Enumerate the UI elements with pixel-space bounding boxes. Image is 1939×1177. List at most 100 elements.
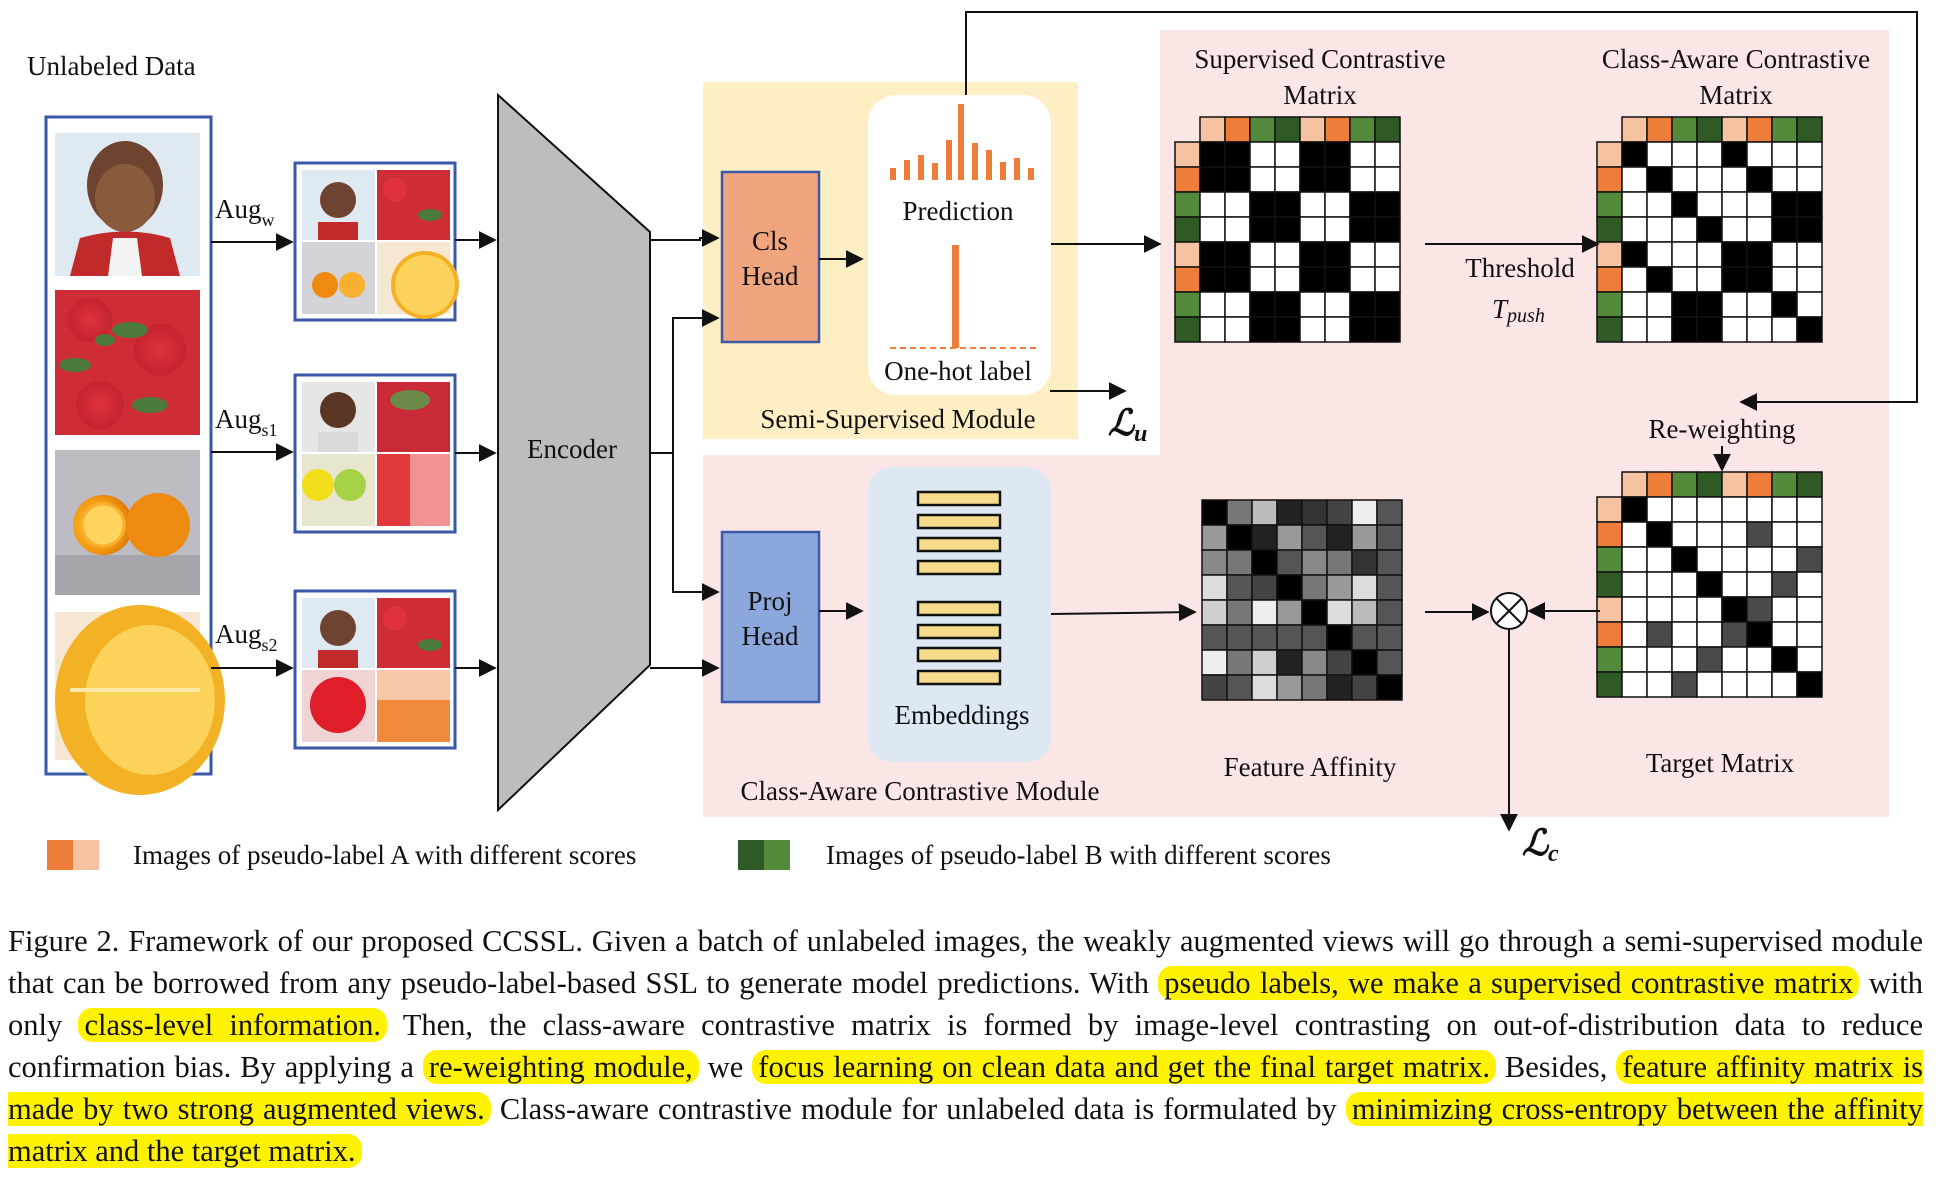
- matrix-cell: [1721, 646, 1748, 673]
- matrix-cell: [1696, 166, 1723, 193]
- onehot-label: One-hot label: [884, 356, 1032, 386]
- matrix-cell: [1646, 546, 1673, 573]
- affinity-cell: [1326, 499, 1353, 526]
- affinity-cell: [1376, 649, 1403, 676]
- affinity-cell: [1251, 599, 1278, 626]
- matrix-label-cell: [1596, 571, 1623, 598]
- matrix-cell: [1721, 521, 1748, 548]
- threshold-label: Threshold: [1465, 253, 1575, 283]
- matrix-cell: [1796, 546, 1823, 573]
- unlabeled-data-title: Unlabeled Data: [27, 51, 196, 81]
- matrix-cell: [1324, 141, 1351, 168]
- matrix-label-cell: [1374, 116, 1401, 143]
- affinity-cell: [1226, 574, 1253, 601]
- matrix-cell: [1621, 141, 1648, 168]
- sup-matrix-title-2: Matrix: [1283, 80, 1357, 110]
- matrix-cell: [1224, 241, 1251, 268]
- matrix-cell: [1249, 241, 1276, 268]
- affinity-cell: [1201, 649, 1228, 676]
- matrix-cell: [1771, 216, 1798, 243]
- matrix-cell: [1746, 521, 1773, 548]
- matrix-label-cell: [1596, 316, 1623, 343]
- caption-highlight: pseudo labels, we make a supervised cont…: [1158, 966, 1860, 1000]
- matrix-cell: [1224, 291, 1251, 318]
- caption-text: Besides,: [1504, 1050, 1608, 1084]
- matrix-cell: [1621, 266, 1648, 293]
- matrix-label-cell: [1621, 471, 1648, 498]
- matrix-cell: [1324, 291, 1351, 318]
- matrix-cell: [1646, 646, 1673, 673]
- matrix-label-cell: [1596, 596, 1623, 623]
- matrix-cell: [1621, 671, 1648, 698]
- affinity-cell: [1201, 549, 1228, 576]
- matrix-cell: [1696, 216, 1723, 243]
- matrix-cell: [1646, 621, 1673, 648]
- encoder-to-cls-arrow: [650, 229, 720, 247]
- matrix-cell: [1324, 316, 1351, 343]
- matrix-cell: [1671, 621, 1698, 648]
- matrix-cell: [1721, 291, 1748, 318]
- matrix-cell: [1349, 216, 1376, 243]
- affinity-cell: [1276, 624, 1303, 651]
- matrix-cell: [1646, 241, 1673, 268]
- affinity-cell: [1326, 524, 1353, 551]
- affinity-cell: [1226, 599, 1253, 626]
- proj-head-label-2: Head: [742, 621, 799, 651]
- matrix-cell: [1299, 141, 1326, 168]
- matrix-cell: [1796, 496, 1823, 523]
- matrix-cell: [1771, 191, 1798, 218]
- matrix-label-cell: [1174, 141, 1201, 168]
- affinity-cell: [1301, 524, 1328, 551]
- affinity-cell: [1376, 574, 1403, 601]
- matrix-cell: [1671, 166, 1698, 193]
- caption-text: Then, the class-aware contrastive matrix…: [8, 1008, 1923, 1084]
- matrix-cell: [1671, 291, 1698, 318]
- matrix-cell: [1621, 166, 1648, 193]
- framework-diagram: Unlabeled Data: [27, 11, 1918, 870]
- aug-base: Aug: [215, 404, 262, 434]
- matrix-cell: [1274, 266, 1301, 293]
- multiply-icon: [1490, 592, 1528, 630]
- matrix-cell: [1621, 216, 1648, 243]
- matrix-cell: [1771, 521, 1798, 548]
- matrix-cell: [1696, 671, 1723, 698]
- cls-head-label-1: Cls: [752, 226, 788, 256]
- matrix-cell: [1299, 166, 1326, 193]
- matrix-label-cell: [1174, 291, 1201, 318]
- affinity-cell: [1276, 599, 1303, 626]
- matrix-cell: [1796, 646, 1823, 673]
- matrix-cell: [1374, 166, 1401, 193]
- matrix-cell: [1696, 621, 1723, 648]
- matrix-cell: [1771, 141, 1798, 168]
- matrix-cell: [1374, 291, 1401, 318]
- matrix-cell: [1299, 291, 1326, 318]
- matrix-cell: [1721, 621, 1748, 648]
- matrix-cell: [1696, 596, 1723, 623]
- matrix-label-cell: [1771, 471, 1798, 498]
- threshold-sub: push: [1505, 305, 1545, 327]
- matrix-cell: [1324, 191, 1351, 218]
- matrix-cell: [1771, 571, 1798, 598]
- matrix-cell: [1696, 571, 1723, 598]
- matrix-cell: [1199, 266, 1226, 293]
- matrix-cell: [1671, 571, 1698, 598]
- matrix-cell: [1274, 166, 1301, 193]
- matrix-cell: [1621, 241, 1648, 268]
- matrix-cell: [1796, 291, 1823, 318]
- matrix-cell: [1646, 496, 1673, 523]
- matrix-label-cell: [1746, 116, 1773, 143]
- embeddings-label: Embeddings: [895, 700, 1030, 730]
- proj-head-block: [720, 530, 821, 704]
- affinity-cell: [1326, 674, 1353, 701]
- matrix-cell: [1796, 621, 1823, 648]
- matrix-cell: [1621, 596, 1648, 623]
- matrix-label-cell: [1596, 671, 1623, 698]
- matrix-cell: [1621, 546, 1648, 573]
- matrix-cell: [1249, 191, 1276, 218]
- loss-c-symbol: ℒc: [1522, 823, 1559, 867]
- matrix-cell: [1696, 521, 1723, 548]
- caption-text: Class-aware contrastive module for unlab…: [499, 1092, 1337, 1126]
- class-aware-contrastive-matrix: [1596, 116, 1823, 343]
- matrix-cell: [1721, 266, 1748, 293]
- caption-highlight: re-weighting module,: [422, 1050, 699, 1084]
